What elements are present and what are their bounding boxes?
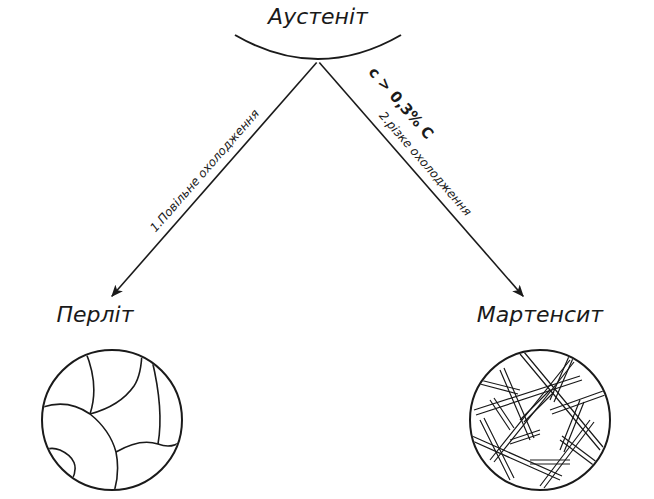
transformation-arrow xyxy=(319,63,523,297)
heading-arc-line xyxy=(235,35,401,59)
grain-boundaries xyxy=(40,348,184,492)
phase-name: Мартенсит xyxy=(471,302,610,328)
phase-node: Перліт xyxy=(50,300,140,331)
phase-heading: Аустеніт xyxy=(233,4,403,61)
phase-node: Мартенсит xyxy=(471,300,610,331)
pearlite-micrograph xyxy=(40,348,184,492)
phase-name: Аустеніт xyxy=(233,4,403,30)
heading-arc xyxy=(233,31,403,61)
micrograph-circle xyxy=(470,350,610,490)
martensite-micrograph xyxy=(470,350,610,490)
phase-name: Перліт xyxy=(50,302,140,328)
martensite-needles xyxy=(470,352,608,488)
transformation-arrow xyxy=(112,63,317,297)
edge-label: 1.Повільне охолодження xyxy=(146,105,264,237)
micrograph-circle xyxy=(42,350,182,490)
